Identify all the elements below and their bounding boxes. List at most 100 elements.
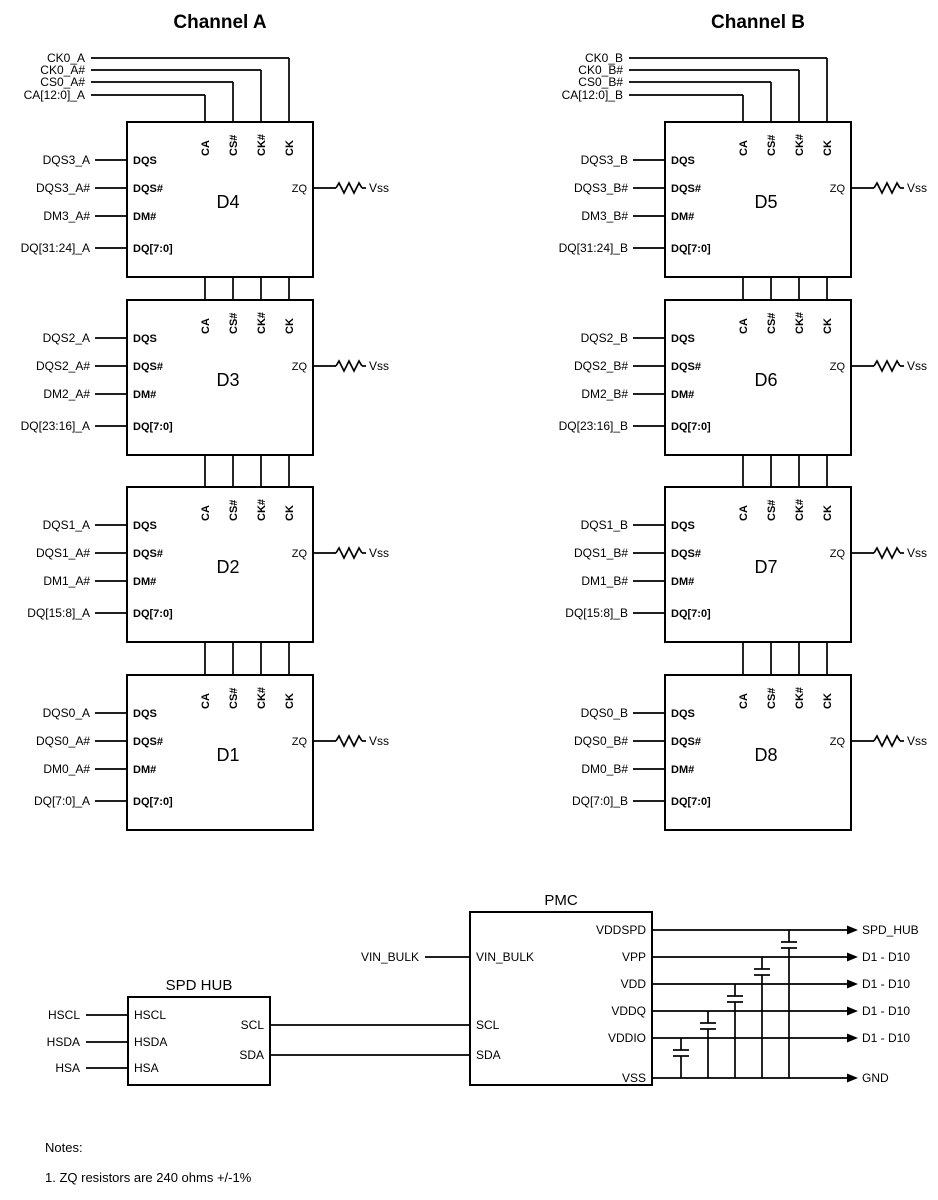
top-signal-label: CK0_B	[585, 51, 623, 65]
chip-name: D2	[216, 557, 239, 577]
note-item: 1. ZQ resistors are 240 ohms +/-1%	[45, 1170, 252, 1185]
left-signal-label: DQS0_A	[43, 706, 90, 720]
chip-outline	[126, 121, 314, 278]
chip-top-pin-label: CS#	[228, 688, 240, 709]
chip-name: D8	[754, 745, 777, 765]
chip-outline	[126, 486, 314, 643]
decoupling-capacitor	[781, 930, 797, 1078]
left-signal-label: DQS2_B#	[574, 359, 628, 373]
chip-left-pin-label: DM#	[133, 764, 156, 776]
chip-left-pin-label: DQS#	[133, 736, 163, 748]
zq-resistor	[335, 734, 363, 748]
chip-top-pin-label: CS#	[766, 135, 778, 156]
chip-left-pin-label: DQ[7:0]	[133, 608, 173, 620]
chip-top-pin-label: CA	[200, 318, 212, 334]
notes-heading: Notes:	[45, 1140, 83, 1155]
chip-top-pin-label: CS#	[766, 500, 778, 521]
chip-left-pin-label: DQS#	[133, 548, 163, 560]
net-arrow	[847, 979, 858, 989]
notes: Notes: 1. ZQ resistors are 240 ohms +/-1%	[45, 1140, 252, 1185]
chip-zq-pin-label: ZQ	[830, 183, 846, 195]
chip-left-pin-label: DQ[7:0]	[671, 796, 711, 808]
chip-top-pin-label: CK#	[256, 312, 268, 334]
chip-left-pin-label: DQS#	[671, 548, 701, 560]
chip-top-pin-label: CA	[738, 505, 750, 521]
chip-left-pin-label: DM#	[671, 211, 694, 223]
chip-left-pin-label: DQS	[671, 520, 695, 532]
chip-top-pin-label: CK	[284, 140, 296, 156]
decoupling-capacitor	[673, 1038, 689, 1078]
chip-outline	[664, 486, 852, 643]
spd-left-pin-label: HSCL	[134, 1008, 166, 1022]
zq-net-label: Vss	[369, 181, 389, 195]
top-signal-label: CK0_A#	[40, 63, 85, 77]
chip-outline	[664, 674, 852, 831]
left-signal-label: DM2_A#	[43, 387, 90, 401]
left-signal-label: DQ[23:16]_B	[559, 419, 628, 433]
zq-resistor	[873, 734, 901, 748]
net-arrow	[847, 1006, 858, 1016]
spd-left-signal-label: HSDA	[47, 1035, 80, 1049]
left-signal-label: DQS3_A	[43, 153, 90, 167]
chip-left-pin-label: DQS#	[671, 361, 701, 373]
chip-top-pin-label: CK#	[794, 499, 806, 521]
chip-zq-pin-label: ZQ	[292, 361, 308, 373]
chip-left-pin-label: DM#	[671, 389, 694, 401]
zq-net-label: Vss	[907, 181, 927, 195]
chip-top-pin-label: CS#	[228, 313, 240, 334]
chip-left-pin-label: DQ[7:0]	[671, 608, 711, 620]
zq-net-label: Vss	[907, 734, 927, 748]
top-signal-label: CS0_A#	[40, 75, 85, 89]
chip-left-pin-label: DQS#	[671, 183, 701, 195]
left-signal-label: DQ[31:24]_B	[559, 241, 628, 255]
chip-zq-pin-label: ZQ	[292, 736, 308, 748]
pmc-left-pin-label: VIN_BULK	[476, 950, 534, 964]
top-signal-label: CK0_A	[47, 51, 85, 65]
spd-right-pin-label: SDA	[239, 1048, 264, 1062]
left-signal-label: DQS1_B#	[574, 546, 628, 560]
pmc-right-pin-label: VPP	[622, 950, 646, 964]
left-signal-label: DQ[7:0]_B	[572, 794, 628, 808]
chip-left-pin-label: DQS#	[133, 361, 163, 373]
left-signal-label: DQS1_A#	[36, 546, 90, 560]
chip-left-pin-label: DQS	[133, 520, 157, 532]
chip-left-pin-label: DQ[7:0]	[133, 421, 173, 433]
supply-net-label: GND	[862, 1071, 889, 1085]
chip-name: D1	[216, 745, 239, 765]
chip-outline	[126, 674, 314, 831]
chip-left-pin-label: DQS#	[671, 736, 701, 748]
left-signal-label: DM3_B#	[581, 209, 628, 223]
chip-top-pin-label: CK	[822, 318, 834, 334]
chip-zq-pin-label: ZQ	[830, 736, 846, 748]
chip-left-pin-label: DQ[7:0]	[671, 421, 711, 433]
left-signal-label: DQS0_B#	[574, 734, 628, 748]
chip-top-pin-label: CA	[738, 140, 750, 156]
chip-left-pin-label: DM#	[671, 764, 694, 776]
spd-hub-title: SPD HUB	[166, 977, 233, 994]
supply-net-label: D1 - D10	[862, 977, 910, 991]
left-signal-label: DM1_A#	[43, 574, 90, 588]
top-signal-label: CS0_B#	[578, 75, 623, 89]
supply-net-label: D1 - D10	[862, 950, 910, 964]
chip-left-pin-label: DM#	[133, 211, 156, 223]
chip-zq-pin-label: ZQ	[292, 548, 308, 560]
chip-outline	[126, 299, 314, 456]
net-arrow	[847, 1033, 858, 1043]
chip-name: D5	[754, 192, 777, 212]
left-signal-label: DQ[31:24]_A	[21, 241, 90, 255]
left-signal-label: DQ[7:0]_A	[34, 794, 90, 808]
channel-b: Channel BCK0_BCK0_B#CS0_B#CA[12:0]_BD5CA…	[559, 12, 927, 831]
chip-name: D4	[216, 192, 239, 212]
channel-title: Channel A	[173, 12, 267, 33]
chip-outline	[664, 299, 852, 456]
zq-net-label: Vss	[907, 546, 927, 560]
left-signal-label: DQS2_A	[43, 331, 90, 345]
chip-top-pin-label: CA	[200, 693, 212, 709]
pmc-right-pin-label: VDDQ	[611, 1004, 646, 1018]
